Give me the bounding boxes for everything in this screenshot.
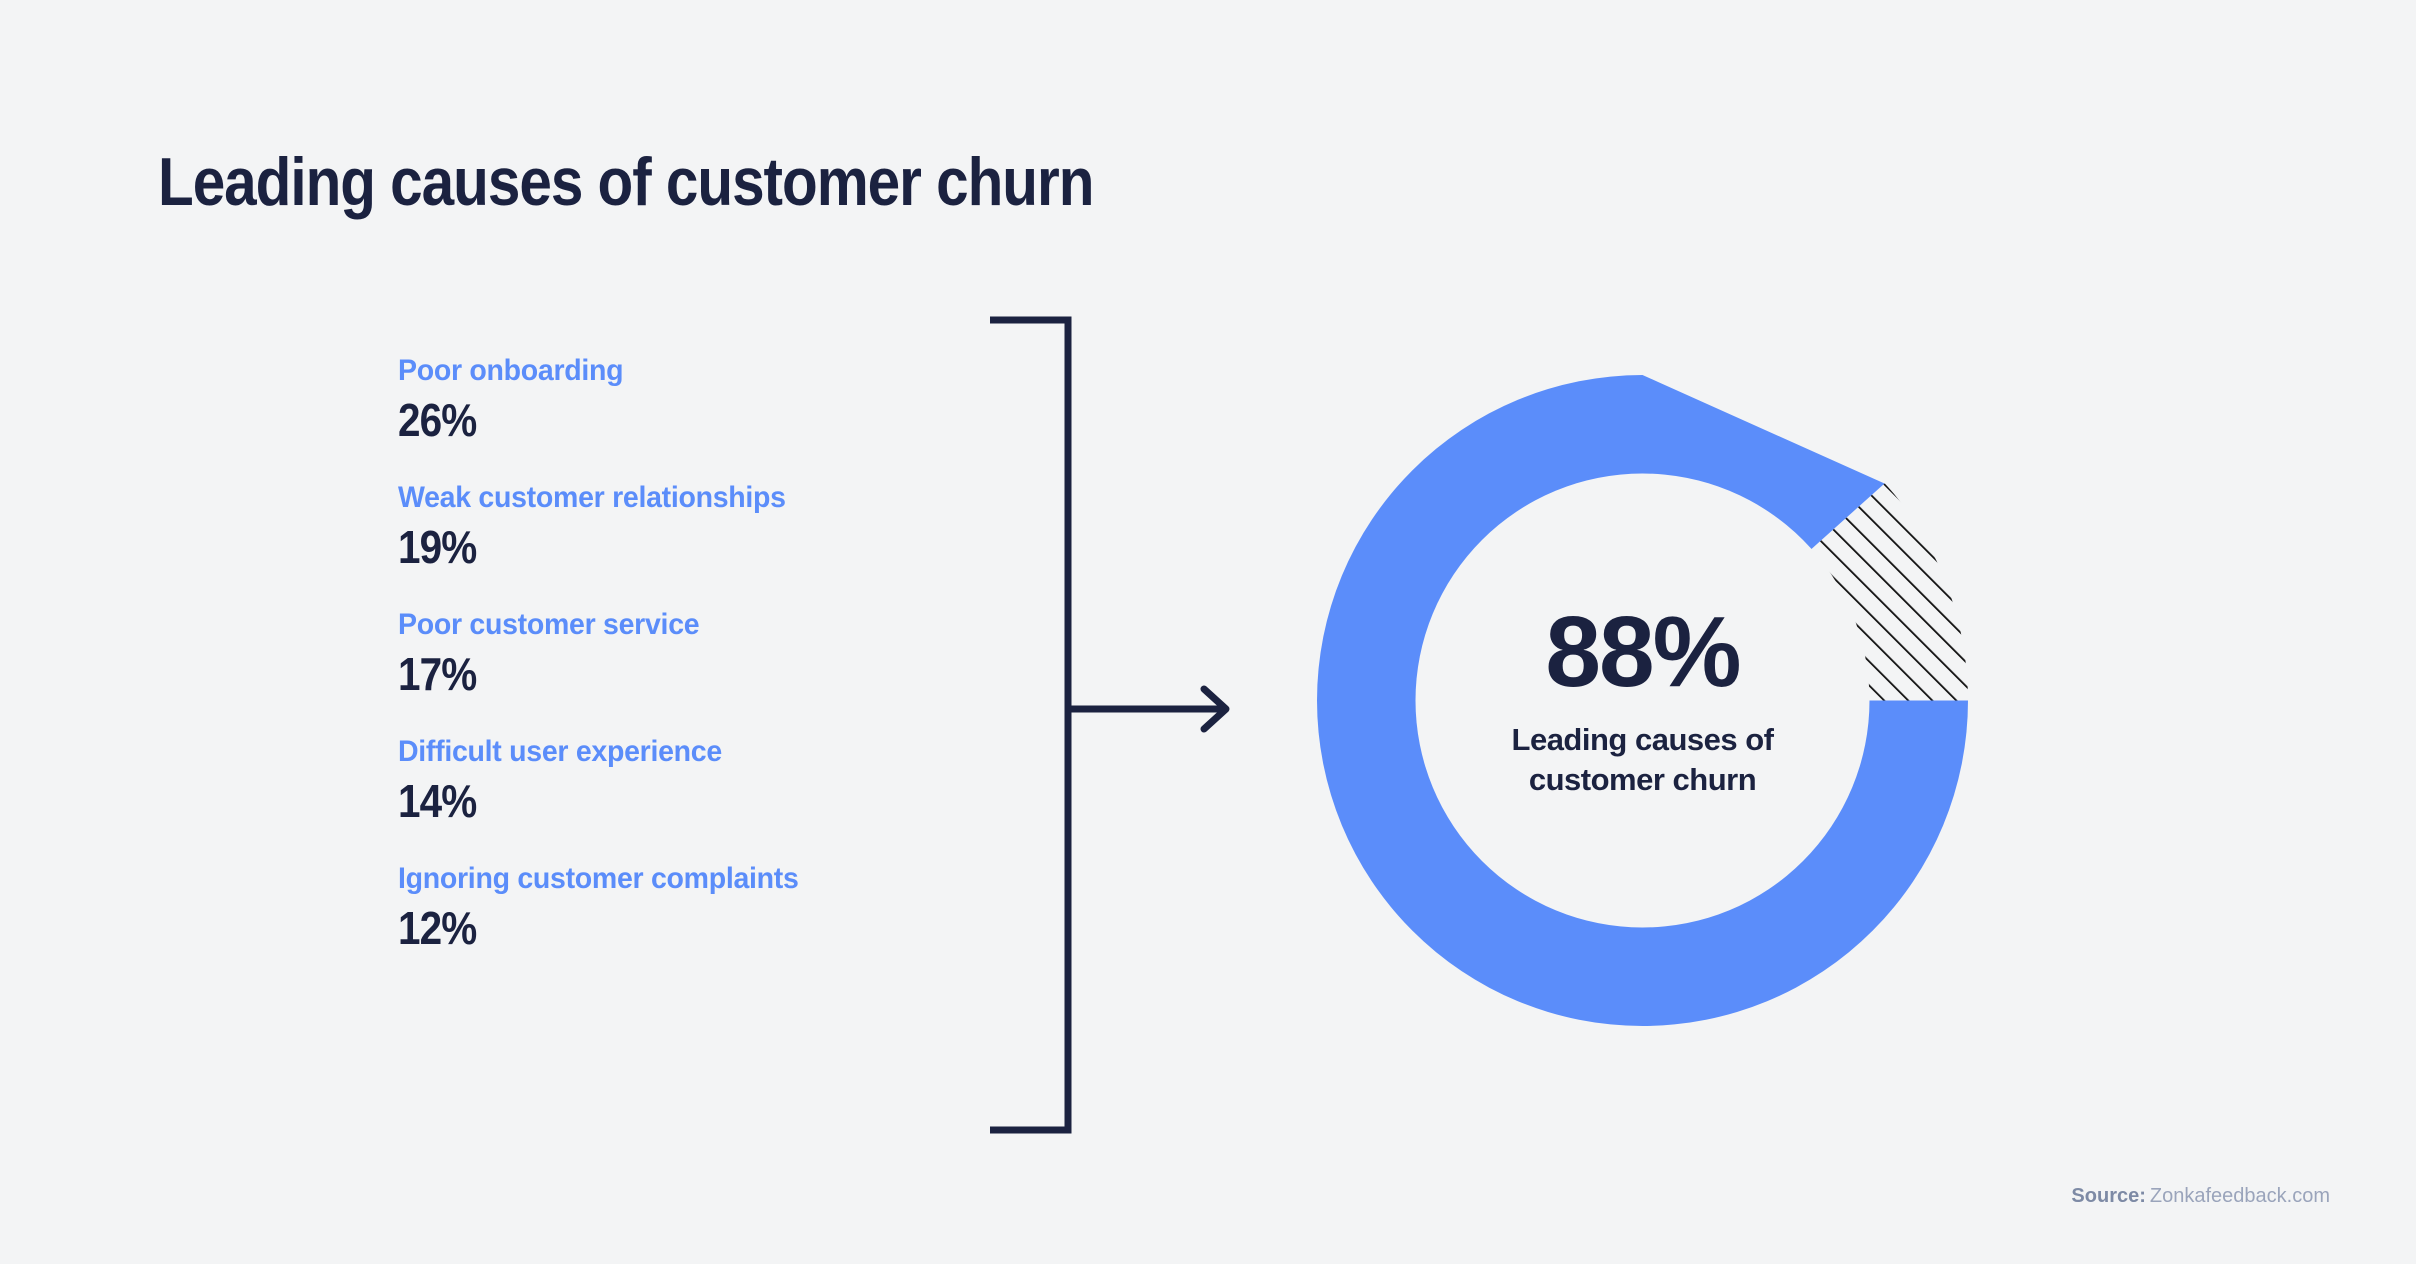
cause-label: Poor customer service <box>398 608 700 641</box>
source-attribution: Source:Zonkafeedback.com <box>2071 1186 2330 1206</box>
cause-value: 12% <box>398 901 477 954</box>
cause-value: 17% <box>398 647 477 700</box>
cause-label: Poor onboarding <box>398 354 624 387</box>
source-label: Source: <box>2071 1185 2146 1207</box>
cause-label: Ignoring customer complaints <box>398 862 799 895</box>
list-item: Ignoring customer complaints 12% <box>398 860 1018 957</box>
donut-chart-svg <box>1317 375 1968 1026</box>
list-item: Poor onboarding 26% <box>398 352 1018 449</box>
list-item: Difficult user experience 14% <box>398 733 1018 830</box>
cause-value: 14% <box>398 774 477 827</box>
list-item: Poor customer service 17% <box>398 606 1018 703</box>
source-value: Zonkafeedback.com <box>2149 1185 2330 1207</box>
cause-label: Difficult user experience <box>398 735 722 768</box>
page-title: Leading causes of customer churn <box>158 144 1094 220</box>
cause-label: Weak customer relationships <box>398 481 786 514</box>
list-item: Weak customer relationships 19% <box>398 479 1018 576</box>
bracket-arrow-right-icon <box>990 316 1230 1134</box>
cause-value: 19% <box>398 520 477 573</box>
donut-chart: 88% Leading causes of customer churn <box>1317 375 1968 1026</box>
donut-slice-leading-causes <box>1317 375 1968 1026</box>
cause-list: Poor onboarding 26% Weak customer relati… <box>398 352 1018 957</box>
cause-value: 26% <box>398 393 477 446</box>
